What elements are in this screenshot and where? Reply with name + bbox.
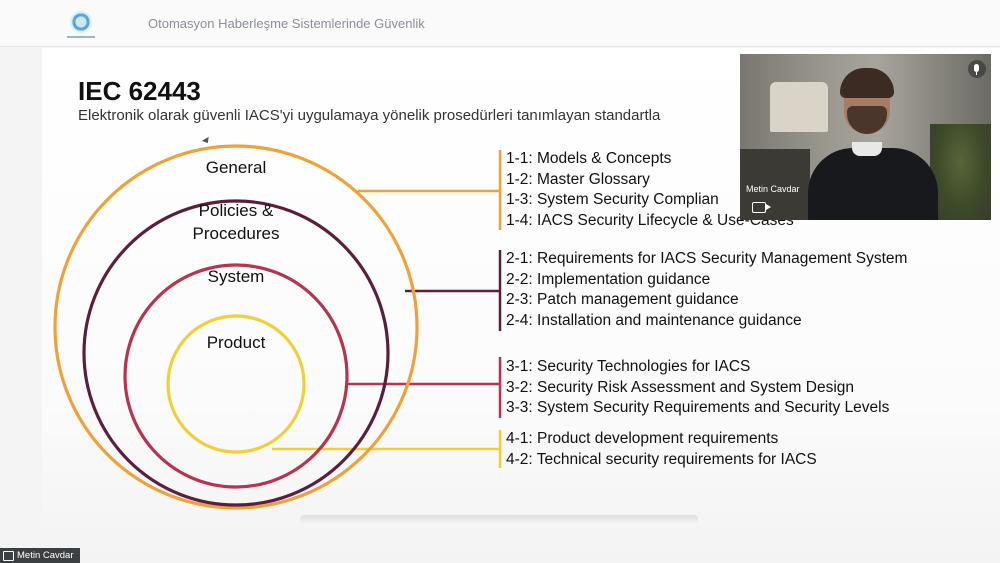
group-policies-list: 2-1: Requirements for IACS Security Mana…	[506, 249, 907, 332]
connector-policies	[405, 250, 502, 331]
circle-system	[123, 263, 349, 489]
label-general: General	[205, 158, 267, 177]
list-item: 1-2: Master Glossary	[506, 170, 650, 188]
camera-icon[interactable]	[752, 202, 771, 213]
list-item: 3-1: Security Technologies for IACS	[506, 358, 751, 375]
label-policies-line2: Procedures	[192, 224, 280, 243]
video-shelf	[740, 149, 810, 220]
participant-hair	[840, 68, 894, 98]
video-lamp	[770, 82, 828, 132]
slide-title: IEC 62443	[78, 76, 201, 106]
group-general-list: 1-1: Models & Concepts 1-2: Master Gloss…	[506, 149, 794, 232]
slide-subtitle: Elektronik olarak güvenli IACS'yi uygula…	[78, 107, 661, 124]
video-plant	[930, 124, 991, 220]
list-item: 2-1: Requirements for IACS Security Mana…	[506, 250, 908, 267]
connector-general	[358, 150, 502, 230]
list-item: 2-2: Implementation guidance	[506, 270, 711, 288]
circle-policies	[82, 199, 390, 507]
video-participant-name: Metin Cavdar	[746, 184, 800, 194]
list-item: 1-3: System Security Complian	[506, 191, 719, 209]
label-product: Product	[206, 333, 266, 352]
logo-seal-icon	[70, 10, 92, 33]
screen-share-icon	[3, 550, 14, 561]
label-system: System	[207, 267, 265, 286]
mic-icon[interactable]	[968, 60, 986, 78]
group-product-list: 4-1: Product development requirements 4-…	[506, 429, 817, 470]
list-item: 2-3: Patch management guidance	[506, 291, 739, 309]
circle-general	[53, 144, 419, 510]
list-item: 3-3: System Security Requirements and Se…	[506, 399, 890, 417]
active-speaker-tag[interactable]: Metin Cavdar	[0, 548, 80, 563]
slide-shadow-divider	[300, 515, 698, 523]
presentation-title: Otomasyon Haberleşme Sistemlerinde Güven…	[148, 16, 425, 31]
list-item: 4-1: Product development requirements	[506, 430, 779, 447]
list-item: 4-2: Technical security requirements for…	[506, 450, 817, 468]
list-item: 2-4: Installation and maintenance guidan…	[506, 312, 802, 330]
connector-system	[345, 357, 502, 418]
participant-body	[808, 148, 938, 220]
logo-caption	[67, 35, 95, 38]
participant-collar	[852, 142, 882, 156]
participant-video-tile[interactable]: Metin Cavdar	[740, 54, 991, 220]
list-item: 1-1: Models & Concepts	[506, 150, 672, 167]
label-policies: Policies & Procedures	[172, 199, 300, 245]
list-item: 3-2: Security Risk Assessment and System…	[506, 378, 855, 396]
group-system-list: 3-1: Security Technologies for IACS 3-2:…	[506, 357, 889, 419]
active-speaker-name: Metin Cavdar	[17, 550, 74, 561]
organization-logo	[50, 8, 112, 40]
label-policies-line1: Policies &	[198, 201, 274, 220]
connector-product	[272, 430, 502, 468]
circle-product	[166, 314, 306, 454]
list-item: 1-4: IACS Security Lifecycle & Use-Cases	[506, 212, 794, 230]
top-bar: Otomasyon Haberleşme Sistemlerinde Güven…	[0, 0, 1000, 47]
